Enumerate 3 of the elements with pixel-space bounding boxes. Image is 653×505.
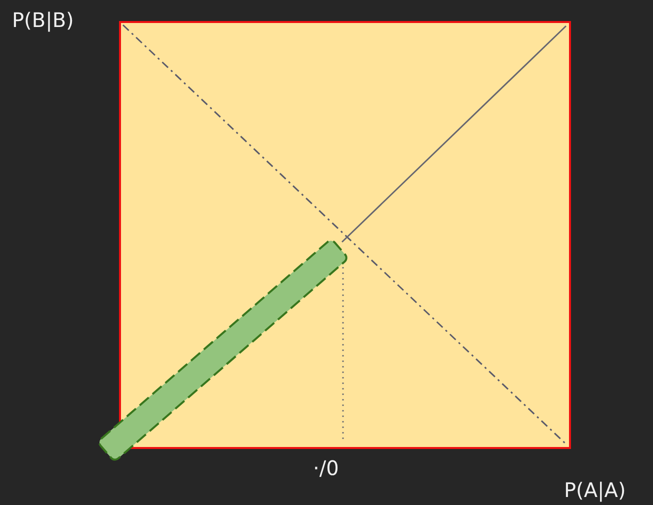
- axis-label: P(A|A): [564, 480, 626, 500]
- tick-label: ·/0: [313, 458, 339, 478]
- axis-label: P(B|B): [12, 10, 74, 30]
